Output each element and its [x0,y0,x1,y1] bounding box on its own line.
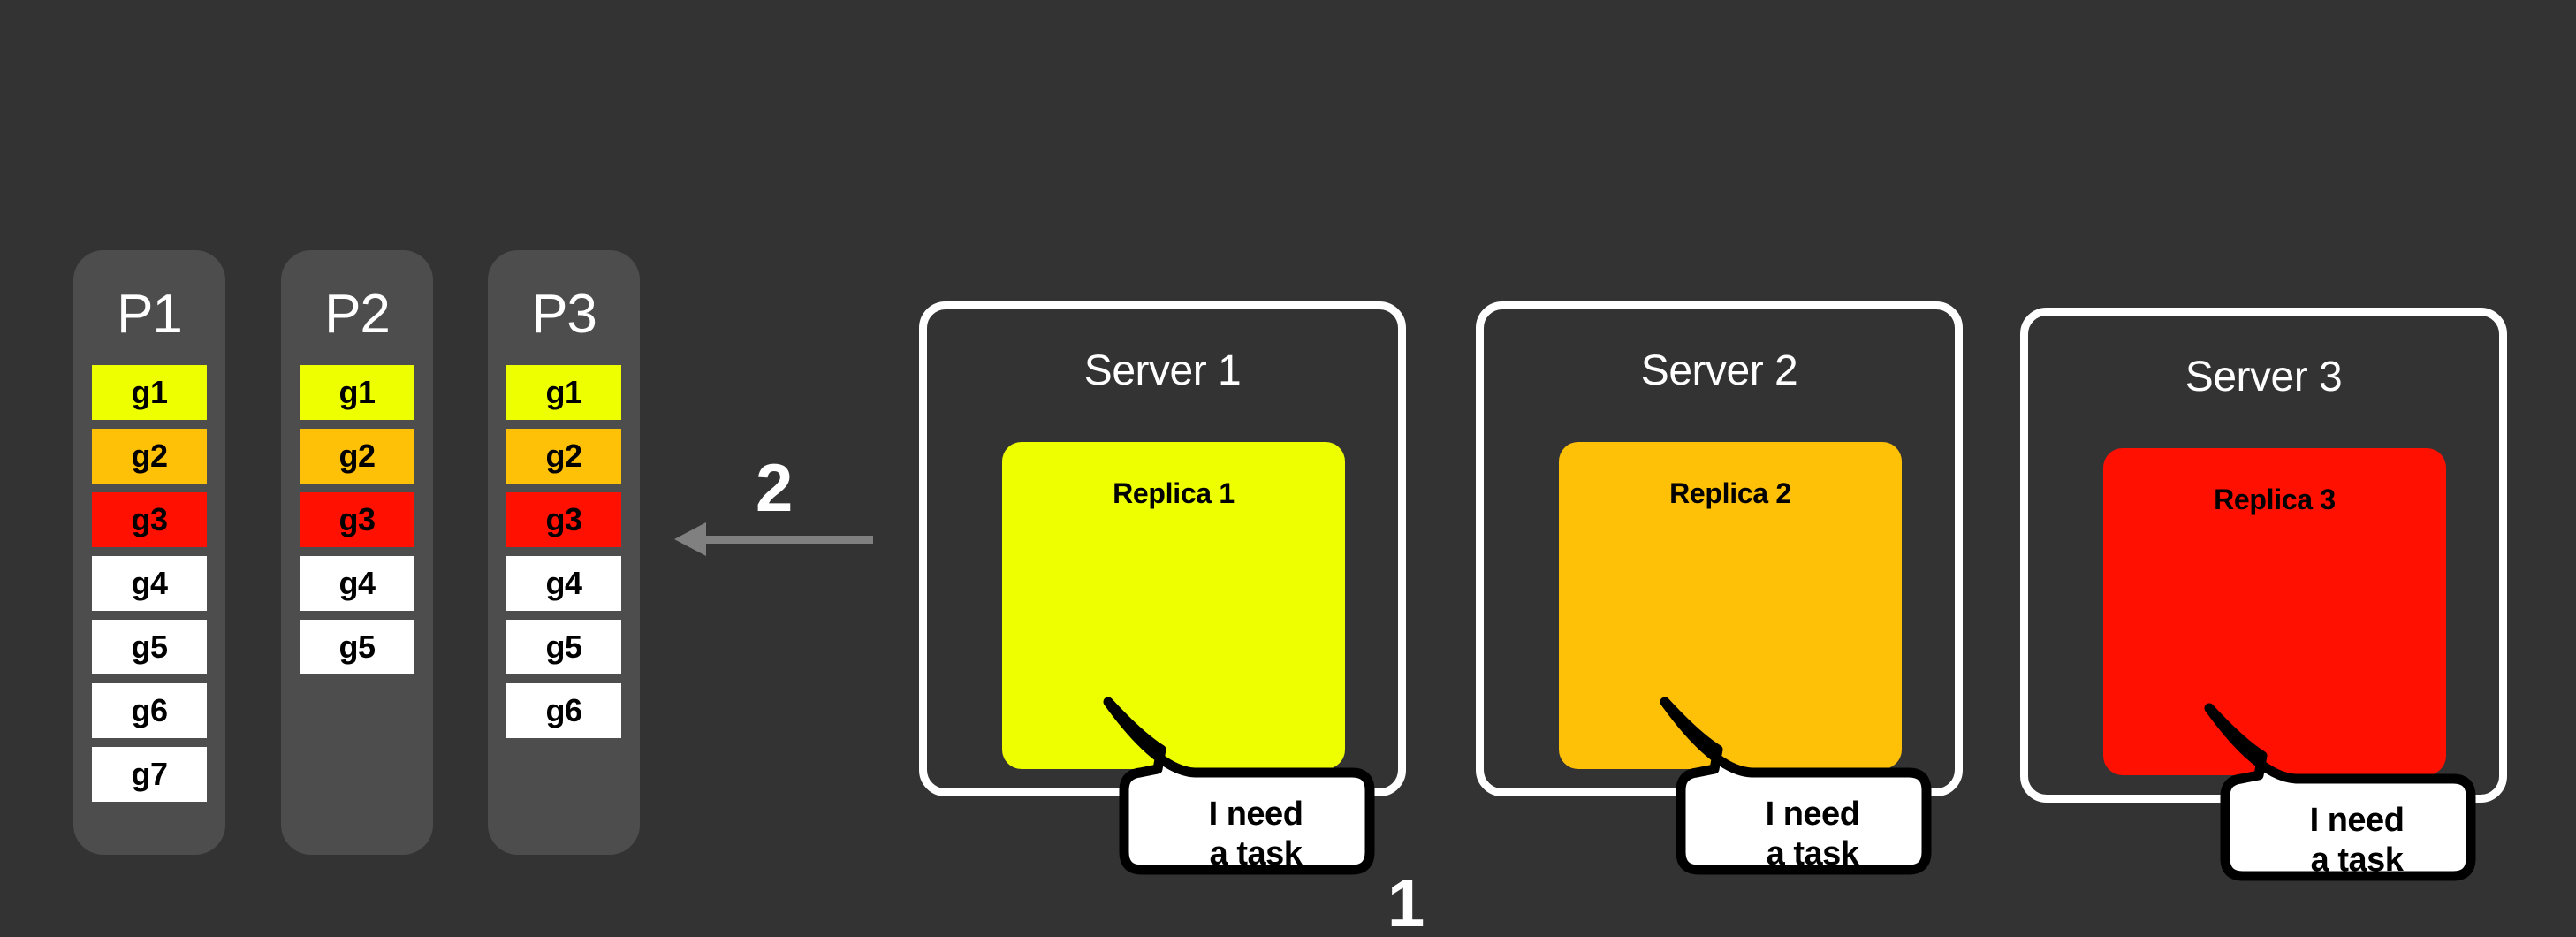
group-box-label: g3 [338,501,376,537]
arrow-shaft [703,536,873,544]
partition-p1-group-stack: g1 g2 g3 g4 g5 g6 g7 [73,365,225,802]
task-assign-arrow [674,522,873,556]
group-box: g5 [506,620,621,674]
server-box-1: Server 1 Replica 1 [919,301,1406,796]
group-box-label: g6 [545,692,582,728]
replica-box-3: Replica 3 [2103,448,2446,775]
group-box: g1 [300,365,414,420]
server-box-3: Server 3 Replica 3 [2020,308,2507,803]
replica-title-1: Replica 1 [1113,477,1235,509]
speech-bubble-shape-icon [1103,697,1375,875]
server-title-3: Server 3 [2185,354,2343,400]
group-box-label: g4 [131,565,168,601]
group-box: g1 [92,365,207,420]
group-box: g7 [92,747,207,802]
partition-title-p3: P3 [531,284,597,345]
partition-p2-group-stack: g1 g2 g3 g4 g5 [281,365,433,674]
group-box-label: g4 [545,565,582,601]
group-box-label: g1 [338,374,376,410]
server-box-2: Server 2 Replica 2 [1476,301,1963,796]
group-box: g4 [300,556,414,611]
group-box: g3 [92,492,207,547]
replica-title-3: Replica 3 [2214,484,2336,515]
group-box-label: g5 [545,628,582,665]
group-box-label: g1 [131,374,168,410]
speech-bubble-server-1: I need a task [1103,697,1375,880]
replica-title-2: Replica 2 [1669,477,1791,509]
replica-box-2: Replica 2 [1559,442,1902,769]
partition-column-p2: P2 g1 g2 g3 g4 g5 [281,250,433,855]
group-box-label: g5 [131,628,168,665]
step-number-1: 1 [1387,866,1425,937]
server-title-2: Server 2 [1640,347,1798,394]
group-box: g6 [92,683,207,738]
group-box-label: g2 [131,438,168,474]
partition-column-p3: P3 g1 g2 g3 g4 g5 g6 [488,250,640,855]
group-box-label: g3 [131,501,168,537]
group-box-label: g4 [338,565,376,601]
group-box: g5 [300,620,414,674]
group-box: g3 [300,492,414,547]
group-box: g3 [506,492,621,547]
group-box: g4 [92,556,207,611]
group-box-label: g7 [131,756,168,792]
group-box: g6 [506,683,621,738]
group-box-label: g2 [545,438,582,474]
group-box-label: g3 [545,501,582,537]
speech-bubble-server-3: I need a task [2204,703,2476,887]
partition-title-p1: P1 [117,284,183,345]
speech-bubble-server-2: I need a task [1660,697,1932,880]
speech-bubble-shape-icon [1660,697,1932,875]
group-box: g2 [506,429,621,484]
group-box-label: g2 [338,438,376,474]
group-box: g5 [92,620,207,674]
group-box: g1 [506,365,621,420]
group-box: g2 [300,429,414,484]
group-box: g4 [506,556,621,611]
group-box-label: g5 [338,628,376,665]
group-box-label: g1 [545,374,582,410]
partition-p3-group-stack: g1 g2 g3 g4 g5 g6 [488,365,640,738]
replica-box-1: Replica 1 [1002,442,1345,769]
arrow-head-left-icon [674,522,706,556]
partition-column-p1: P1 g1 g2 g3 g4 g5 g6 g7 [73,250,225,855]
speech-bubble-shape-icon [2204,703,2476,881]
group-box-label: g6 [131,692,168,728]
partition-title-p2: P2 [324,284,391,345]
server-title-1: Server 1 [1083,347,1242,394]
group-box: g2 [92,429,207,484]
step-number-2: 2 [756,451,794,526]
